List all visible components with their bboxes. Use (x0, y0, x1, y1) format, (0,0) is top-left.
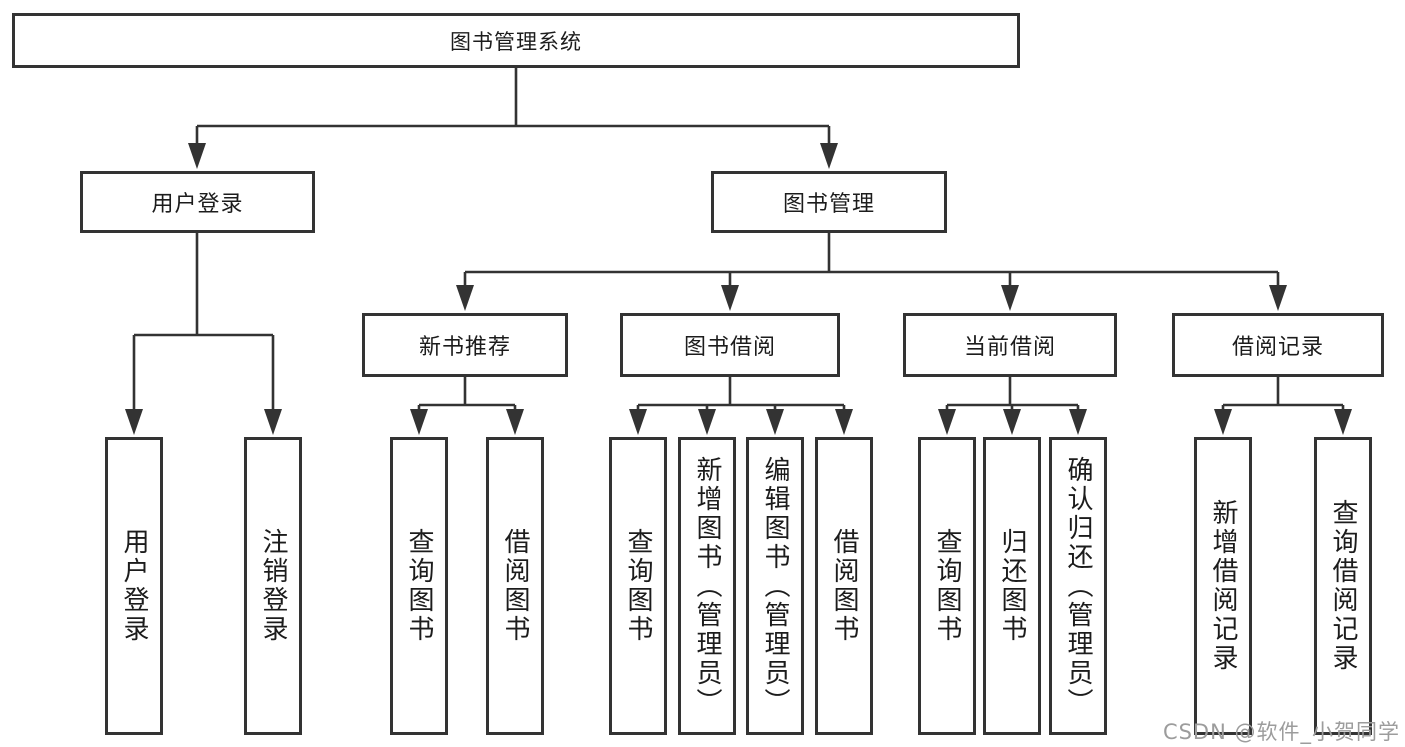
leaf-borrow-books-recommend: 借阅图书 (486, 437, 544, 735)
node-new-book-recommendation: 新书推荐 (362, 313, 568, 377)
leaf-query-borrow-record: 查询借阅记录 (1314, 437, 1372, 735)
leaf-query-books-borrowing: 查询图书 (609, 437, 667, 735)
node-book-management: 图书管理 (711, 171, 947, 233)
arrowhead-icons (125, 143, 1352, 435)
leaf-add-borrow-record: 新增借阅记录 (1194, 437, 1252, 735)
leaf-query-books-recommend: 查询图书 (390, 437, 448, 735)
leaf-query-books-current: 查询图书 (918, 437, 976, 735)
node-library-management-system: 图书管理系统 (12, 13, 1020, 68)
csdn-watermark: CSDN @软件_小贺同学 (1162, 720, 1400, 744)
leaf-confirm-return-admin: 确认归还（管理员） (1049, 437, 1107, 735)
node-user-login: 用户登录 (80, 171, 315, 233)
leaf-user-login: 用户登录 (105, 437, 163, 735)
node-book-borrowing: 图书借阅 (620, 313, 840, 377)
node-borrowing-records: 借阅记录 (1172, 313, 1384, 377)
leaf-add-books-admin: 新增图书（管理员） (678, 437, 736, 735)
leaf-edit-books-admin: 编辑图书（管理员） (746, 437, 804, 735)
leaf-logout-login: 注销登录 (244, 437, 302, 735)
leaf-return-books: 归还图书 (983, 437, 1041, 735)
node-current-borrowing: 当前借阅 (903, 313, 1117, 377)
leaf-borrow-books-borrowing: 借阅图书 (815, 437, 873, 735)
